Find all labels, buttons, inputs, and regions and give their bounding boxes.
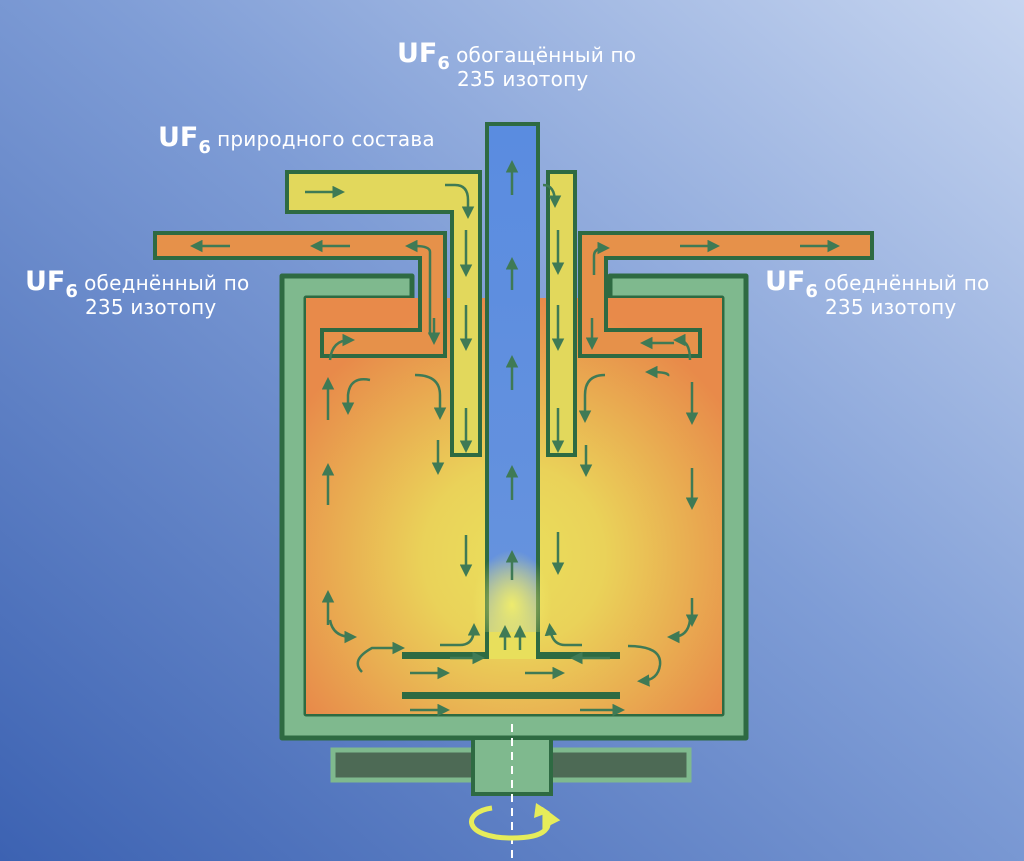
label-depleted-left-line2: 235 изотопу [85,295,217,319]
label-depleted-left-line1: обеднённый по [84,271,250,295]
formula-subscript: 6 [198,137,212,158]
formula-uf: UF [765,266,806,297]
formula-subscript: 6 [437,53,451,74]
label-depleted-right-line1: обеднённый по [824,271,990,295]
label-enriched-line1: обогащённый по [456,43,637,67]
feed-pipe-natural [285,170,577,457]
rotor-base [330,736,692,796]
formula-uf: UF [397,38,438,69]
label-natural-line1: природного состава [217,127,435,151]
formula-subscript: 6 [805,281,819,302]
formula-subscript: 6 [65,281,79,302]
flow-arrows [190,160,840,717]
label-enriched-line2: 235 изотопу [457,67,589,91]
rotation-arrow [469,805,561,841]
formula-uf: UF [25,266,66,297]
bottom-scoop [402,632,620,699]
label-depleted-right-line2: 235 изотопу [825,295,957,319]
formula-uf: UF [158,122,199,153]
